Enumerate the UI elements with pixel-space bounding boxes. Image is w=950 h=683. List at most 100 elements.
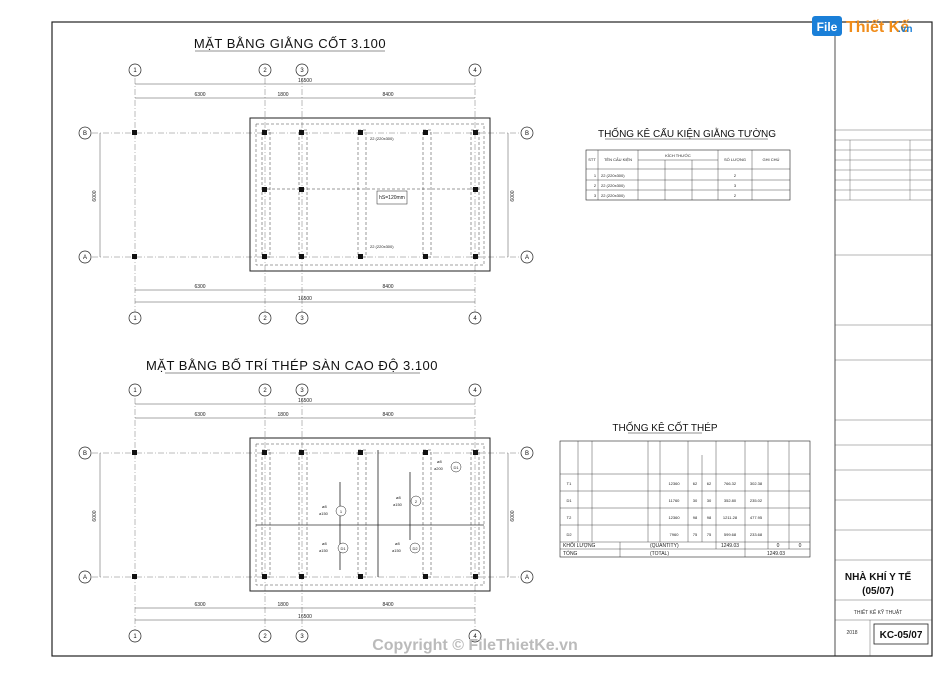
drawing-code: KC-05/07	[880, 630, 923, 641]
axis-2-top: 2	[263, 68, 267, 74]
svg-text:62: 62	[693, 481, 698, 486]
rebar-tag-1: ø8 a150 1	[319, 504, 347, 517]
beam-label-top: 22 (220x300)	[370, 136, 394, 141]
svg-text:D1: D1	[453, 465, 459, 470]
svg-text:.vn: .vn	[898, 24, 912, 35]
dim2-8400-top: 8400	[382, 412, 393, 418]
axis-2-bottom: 2	[263, 316, 267, 322]
svg-text:0: 0	[799, 543, 802, 549]
slab-thickness-label: hS=120mm	[379, 195, 405, 201]
svg-text:233.68: 233.68	[750, 532, 763, 537]
svg-text:98: 98	[707, 515, 712, 520]
svg-text:D2: D2	[566, 532, 572, 537]
axis-1-top: 1	[133, 68, 137, 74]
svg-text:3: 3	[594, 193, 597, 198]
table1-title: THỐNG KÊ CẤU KIỆN GIẰNG TƯỜNG	[598, 126, 776, 140]
t2-quantity-value: 1249.03	[721, 543, 739, 549]
svg-text:98: 98	[693, 515, 698, 520]
svg-text:75: 75	[707, 532, 712, 537]
dim2-8400-bottom: 8400	[382, 602, 393, 608]
svg-text:2: 2	[415, 499, 418, 504]
axis-3-top: 3	[300, 68, 304, 74]
svg-text:2: 2	[594, 183, 597, 188]
svg-text:12360: 12360	[668, 481, 680, 486]
t1-h-qty: SỐ LƯỢNG	[724, 157, 746, 162]
t1-h-note: GHI CHÚ	[763, 157, 780, 162]
rebar-tag-d1-top: ø8 a200 D1	[434, 459, 462, 473]
dim-6300-top: 6300	[194, 92, 205, 98]
svg-text:12360: 12360	[668, 515, 680, 520]
axis-b-left: B	[83, 131, 87, 137]
dim-8400-bottom: 8400	[382, 284, 393, 290]
table-beam-schedule: THỐNG KÊ CẤU KIỆN GIẰNG TƯỜNG STT TÊN CẤ…	[585, 126, 791, 201]
axis2-3-bottom: 3	[300, 634, 304, 640]
copyright-watermark: Copyright © FileThietKe.vn	[372, 637, 578, 654]
project-name: NHÀ KHÍ Y TẾ	[845, 570, 912, 583]
axis-a-left: A	[83, 255, 87, 261]
axis2-4-top: 4	[473, 388, 477, 394]
dim2-total-top: 16500	[298, 398, 312, 404]
dim2-6300-top: 6300	[194, 412, 205, 418]
brand-logo: File Thiết Kế .vn	[812, 16, 912, 36]
svg-text:Thiết Kế: Thiết Kế	[846, 19, 909, 36]
axis-1-bottom: 1	[133, 316, 137, 322]
svg-text:ø8: ø8	[322, 504, 327, 509]
axis2-a-right: A	[525, 575, 529, 581]
svg-text:a150: a150	[393, 502, 403, 507]
svg-text:22 (220x300): 22 (220x300)	[601, 173, 625, 178]
dim2-6300-bottom: 6300	[194, 602, 205, 608]
rebar-tag-2: ø8 a150 2	[393, 495, 422, 507]
svg-text:D1: D1	[340, 546, 346, 551]
plan-beam-layout: MẶT BẰNG GIẰNG CỐT 3.100 1 2 3 4 1 2 3 4…	[78, 36, 534, 325]
svg-text:T2: T2	[567, 515, 572, 520]
svg-text:30: 30	[693, 498, 698, 503]
dim-total-bottom: 16500	[298, 296, 312, 302]
rebar-tag-d2: ø8 a150 D2	[392, 541, 421, 554]
dim-8400-top: 8400	[382, 92, 393, 98]
axis-3-bottom: 3	[300, 316, 304, 322]
svg-text:302.38: 302.38	[750, 481, 763, 486]
t2-total-label: TỔNG	[563, 550, 578, 557]
dim2-total-bottom: 16500	[298, 614, 312, 620]
dim-6300-bottom: 6300	[194, 284, 205, 290]
axis2-3-top: 3	[300, 388, 304, 394]
svg-text:352.80: 352.80	[724, 498, 737, 503]
dim-1800-top: 1800	[277, 92, 288, 98]
dim2-1800-bottom: 1800	[277, 602, 288, 608]
dim2-1800-top: 1800	[277, 412, 288, 418]
t1-h-name: TÊN CẤU KIỆN	[604, 157, 632, 162]
svg-text:2: 2	[734, 193, 737, 198]
svg-text:a150: a150	[319, 511, 329, 516]
svg-text:ø8: ø8	[437, 459, 442, 464]
axis-4-top: 4	[473, 68, 477, 74]
titleblock	[835, 129, 932, 656]
axis-a-right: A	[525, 255, 529, 261]
axis-b-right: B	[525, 131, 529, 137]
t1-h-stt: STT	[588, 157, 596, 162]
axis2-b-right: B	[525, 451, 529, 457]
axis2-4-bottom: 4	[473, 634, 477, 640]
svg-text:1211.28: 1211.28	[723, 515, 738, 520]
dim-6000-right: 6000	[510, 190, 516, 201]
svg-text:1: 1	[594, 173, 597, 178]
sheet-border	[51, 21, 933, 657]
dim-total-top: 16500	[298, 78, 312, 84]
svg-text:ø8: ø8	[322, 541, 327, 546]
svg-text:599.68: 599.68	[724, 532, 737, 537]
svg-text:477.95: 477.95	[750, 515, 763, 520]
project-number: (05/07)	[862, 586, 894, 597]
t1-h-size: KÍCH THƯỚC	[665, 153, 691, 158]
t2-quantity-sub: (QUANTITY)	[650, 543, 679, 549]
t2-total-sub: (TOTAL)	[650, 551, 669, 557]
drawing-year: 2018	[846, 630, 857, 636]
svg-text:30: 30	[707, 498, 712, 503]
axis2-b-left: B	[83, 451, 87, 457]
svg-text:766.32: 766.32	[724, 481, 737, 486]
svg-text:75: 75	[693, 532, 698, 537]
svg-text:11760: 11760	[669, 498, 681, 503]
svg-text:a200: a200	[434, 466, 444, 471]
axis2-a-left: A	[83, 575, 87, 581]
dim2-6000-left: 6000	[92, 510, 98, 521]
